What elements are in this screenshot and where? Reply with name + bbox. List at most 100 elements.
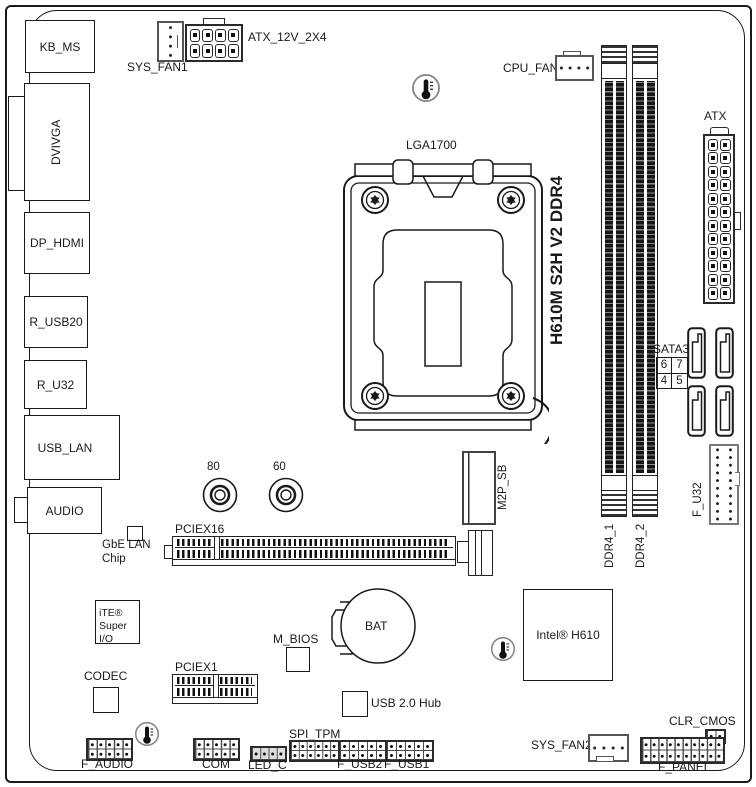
page-border [5,5,752,783]
pin-cell [707,273,719,286]
pin-cell [719,152,731,165]
pciex16-strip [173,559,455,565]
pciex16-latch-line2 [481,531,482,575]
pin-cell [707,138,719,151]
pin-cell [719,246,731,259]
sata-port-5 [715,385,734,437]
connector-atx-24pin [703,134,735,304]
pin-cell [202,28,213,42]
label-f-usb1: F_USB1 [384,757,430,771]
pin-cell [707,219,719,232]
label-gbe-lan: GbE LAN Chip [102,539,151,566]
pin-cell [202,44,213,58]
port-dvi-vga-label: DVI VGA [49,84,65,200]
chip-ite-super-io: iTE® Super I/O [95,600,140,645]
label-m-bios: M_BIOS [273,632,319,646]
sata-number-table: 6 7 4 5 [656,357,688,389]
dimm1-top-latch [602,46,626,64]
pin-cell [707,165,719,178]
connector-atx-12v-2x4 [185,24,243,62]
ite-label-line1: iTE® [99,607,123,619]
pin-cell [719,179,731,192]
sata-num-5: 5 [676,374,683,387]
chip-usb-hub [342,691,368,717]
pin-cell [719,206,731,219]
label-clr-cmos: CLR_CMOS [669,714,736,728]
pin-cell [719,273,731,286]
pin-cell [215,28,226,42]
dvi-label: DVI [49,144,64,165]
connector-m2p-sb [462,451,496,525]
port-r-u32: R_U32 [24,360,87,409]
port-r-usb20: R_USB20 [24,296,88,348]
label-hole-60: 60 [273,461,286,473]
label-led-c: LED_C [248,758,287,772]
pin-cell [707,179,719,192]
connector-led-c [250,746,287,762]
pciex1-strip [173,697,257,703]
dimm1-body [602,78,626,476]
label-m2p-sb: M2P_SB [497,464,509,510]
board-title: H610M S2H V2 DDR4 [547,175,566,346]
pciex1-key-notch [213,675,219,697]
icon-thermal-sensor-3 [134,721,160,747]
label-f-u32: F_U32 [692,482,704,518]
label-gbe-lan-line1: GbE LAN [102,539,151,551]
port-r-u32-label: R_U32 [36,377,75,392]
dimm2-top-gap [633,64,657,78]
dimm1-top-gap [602,64,626,78]
connector-sys-fan2 [588,734,629,762]
connector-f-usb1 [385,740,434,762]
connector-spi-tpm [289,740,340,762]
label-spi-tpm: SPI_TPM [289,727,341,741]
pciex16-comb [175,537,453,559]
sata-port-6 [687,327,706,379]
port-kb-ms: KB_MS [25,20,95,73]
sata-port-7 [715,327,734,379]
pciex16-latch-line1 [475,531,476,575]
pin-cell [719,138,731,151]
label-sys-fan2: SYS_FAN2 [531,738,592,752]
standoff-hole-60 [268,477,304,513]
sata-num-6: 6 [657,358,672,374]
slot-pciex16 [172,536,456,566]
pin-cell [707,287,719,300]
label-sys-fan1: SYS_FAN1 [127,60,188,74]
chip-gbe-lan [127,526,143,541]
sys-fan1-notch [177,35,182,48]
pin-cell [719,219,731,232]
vga-label: VGA [49,119,64,145]
pin-cell [189,44,201,58]
pin-cell [227,28,239,42]
label-pciex16: PCIEX16 [175,522,225,536]
pin-cell [227,44,239,58]
label-com: COM [202,757,230,771]
slot-pciex1 [172,674,258,704]
port-r-usb20-label: R_USB20 [29,315,83,329]
pin-cell [719,287,731,300]
connector-f-panel [640,737,725,764]
atx-side-bump [734,212,741,230]
sata-num-4: 4 [657,373,672,388]
label-atx: ATX [704,109,727,123]
connector-f-usb2 [338,740,387,762]
pin-cell [719,165,731,178]
label-ddr4-1: DDR4_1 [604,523,616,569]
label-usb-hub: USB 2.0 Hub [371,696,442,710]
dimm2-top-latch [633,46,657,64]
chip-codec [93,687,119,713]
pin-cell [719,260,731,273]
connector-f-audio [86,738,133,761]
label-ddr4-2: DDR4_2 [635,523,647,569]
pciex16-key-notch [214,537,220,559]
label-cpu-fan: CPU_FAN [503,61,559,75]
label-hole-80: 80 [207,461,220,473]
pin-cell [707,246,719,259]
dimm2-bottom-gap [633,476,657,490]
chip-m-bios [286,647,310,672]
port-dp-hdmi-label: DP_HDMI [29,236,84,250]
label-gbe-lan-line2: Chip [102,552,126,565]
standoff-hole-80 [202,477,238,513]
ite-label-line2: Super I/O [99,620,128,645]
